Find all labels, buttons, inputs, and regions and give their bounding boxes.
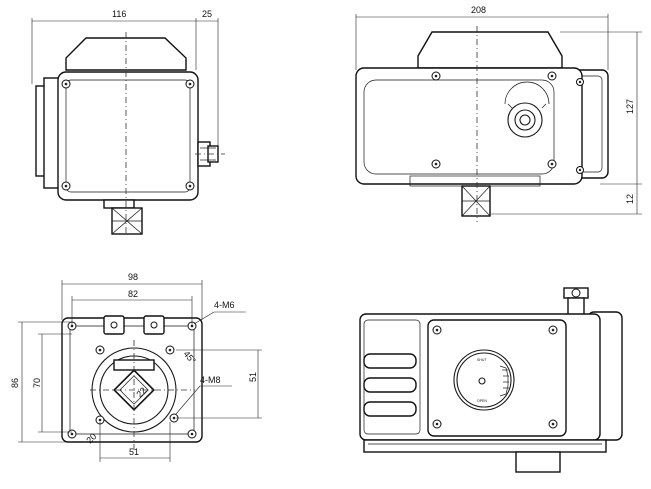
dim-side-width: 208 [355,5,609,70]
indicator-knob [504,81,550,138]
dim-label-208: 208 [471,5,486,15]
callout-m6: 4-M6 [193,300,246,325]
screw-group-bottom [67,321,197,439]
dim-label-51-bottom: 51 [129,447,139,457]
rear-cable-gland [563,287,589,317]
dim-side-shaft: 12 [490,184,642,215]
dim-label-86: 86 [10,378,20,388]
dim-label-12: 12 [625,194,635,204]
dim-label-70: 70 [32,378,42,388]
position-indicator: SHUT OPEN [453,349,515,411]
dim-label-116: 116 [112,9,126,19]
dim-front-width: 116 [31,9,197,84]
dim-label-127: 127 [625,99,635,114]
view-bottom: 98 82 86 70 51 [10,272,262,462]
screw-group-front [61,79,195,191]
indicator-open-label: OPEN [477,399,487,403]
label-4-m6: 4-M6 [214,300,235,310]
dim-label-25: 25 [202,9,212,19]
label-4-m8: 4-M8 [200,375,221,385]
dim-bottom-outer: 98 [61,272,203,320]
callout-m8: 4-M8 [175,375,232,415]
dim-bottom-inner: 82 [71,289,193,326]
screw-group-side [431,71,584,174]
dim-label-98: 98 [128,272,138,282]
dim-bottom-bottom: 51 [99,422,171,462]
dim-bottom-right: 51 [176,349,262,419]
dim-front-side: 25 [196,9,219,146]
dim-bottom-height-inner: 70 [32,333,72,433]
dim-label-51-right: 51 [248,372,258,382]
view-side: 208 127 12 [355,5,642,222]
dim-bottom-height: 86 [10,321,72,443]
view-front: 116 25 [31,9,225,236]
dim-side-height: 127 [560,31,642,185]
indicator-shut-label: SHUT [477,358,487,362]
dim-label-82: 82 [128,289,138,299]
view-rear: SHUT OPEN [359,287,623,473]
